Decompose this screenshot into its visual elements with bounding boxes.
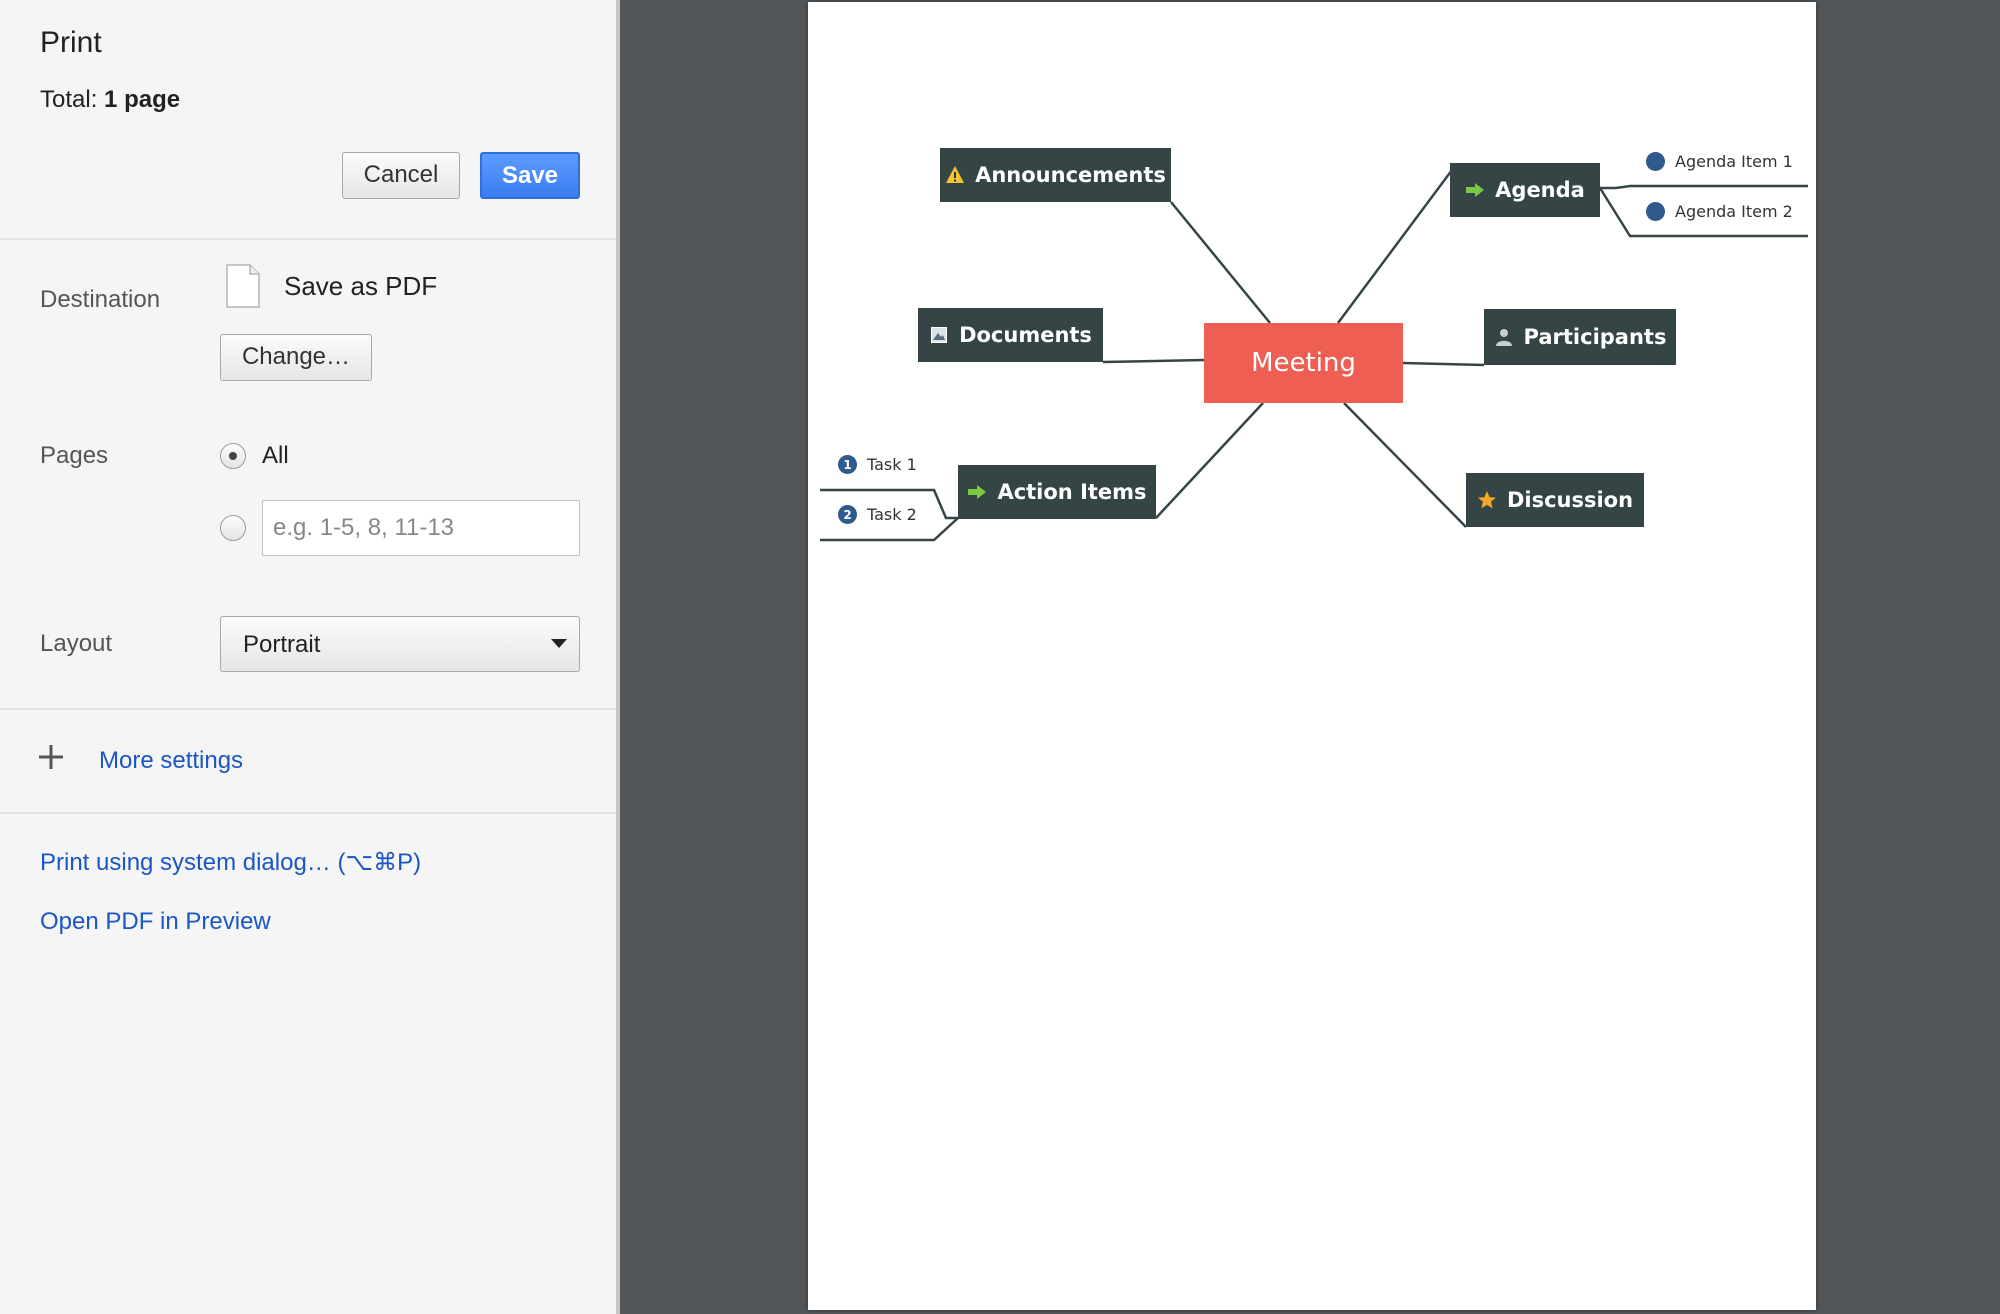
- arrow-right-icon: [967, 482, 987, 502]
- page-total-value: 1 page: [104, 86, 181, 113]
- save-button[interactable]: Save: [480, 152, 580, 199]
- task-label: Task 1: [867, 455, 917, 474]
- layout-label: Layout: [40, 630, 113, 657]
- node-label: Agenda: [1495, 178, 1585, 202]
- agenda-item-label: Agenda Item 2: [1675, 202, 1793, 221]
- destination-name: Save as PDF: [284, 271, 438, 301]
- agenda-item: Agenda Item 1: [1646, 152, 1793, 171]
- node-discussion: Discussion: [1466, 473, 1644, 527]
- task-item: 2 Task 2: [838, 505, 917, 524]
- node-announcements: Announcements: [940, 148, 1171, 202]
- layout-selected-value: Portrait: [243, 631, 321, 658]
- node-action-items: Action Items: [958, 465, 1156, 519]
- star-icon: [1477, 490, 1497, 510]
- print-title: Print: [40, 26, 102, 59]
- pages-range-radio[interactable]: [220, 515, 246, 541]
- cancel-button[interactable]: Cancel: [342, 152, 460, 199]
- page-range-input[interactable]: [262, 500, 580, 556]
- central-topic: Meeting: [1204, 323, 1403, 403]
- page-total-label: Total:: [40, 86, 98, 113]
- node-documents: Documents: [918, 308, 1103, 362]
- node-agenda: Agenda: [1450, 163, 1600, 217]
- agenda-item: Agenda Item 2: [1646, 202, 1793, 221]
- change-destination-button[interactable]: Change…: [220, 334, 372, 381]
- task-item: 1 Task 1: [838, 455, 917, 474]
- system-dialog-link[interactable]: Print using system dialog… (⌥⌘P): [40, 849, 422, 876]
- divider: [0, 238, 616, 240]
- print-settings-panel: Print Total: 1 page Cancel Save Destinat…: [0, 0, 620, 1314]
- arrow-right-icon: [1465, 180, 1485, 200]
- node-label: Action Items: [997, 480, 1147, 504]
- image-icon: [929, 325, 949, 345]
- bullet-icon: [1646, 152, 1665, 171]
- bullet-icon: [1646, 202, 1665, 221]
- number-1-icon: 1: [838, 455, 857, 474]
- page-total: Total: 1 page: [40, 86, 180, 114]
- mindmap-connectors: [820, 169, 1808, 542]
- pages-all-radio[interactable]: [220, 443, 246, 469]
- agenda-item-label: Agenda Item 1: [1675, 152, 1793, 171]
- person-icon: [1494, 327, 1514, 347]
- node-label: Announcements: [975, 163, 1166, 187]
- layout-select[interactable]: Portrait: [220, 616, 580, 672]
- divider: [0, 708, 616, 710]
- more-settings-link[interactable]: More settings: [99, 747, 244, 774]
- warning-icon: [945, 165, 965, 185]
- node-label: Participants: [1523, 325, 1667, 349]
- task-label: Task 2: [867, 505, 917, 524]
- node-label: Discussion: [1506, 488, 1634, 512]
- open-preview-link[interactable]: Open PDF in Preview: [40, 908, 271, 935]
- plus-icon[interactable]: [36, 742, 66, 772]
- node-label: Documents: [959, 323, 1092, 347]
- print-preview-page: Meeting Announcements Agenda Documents P…: [808, 2, 1816, 1310]
- destination-label: Destination: [40, 286, 161, 313]
- chevron-down-icon: [551, 639, 567, 648]
- pages-all-label: All: [262, 442, 289, 469]
- number-2-icon: 2: [838, 505, 857, 524]
- node-participants: Participants: [1484, 309, 1676, 365]
- divider: [0, 812, 616, 814]
- pages-label: Pages: [40, 442, 109, 469]
- document-icon: [226, 264, 260, 308]
